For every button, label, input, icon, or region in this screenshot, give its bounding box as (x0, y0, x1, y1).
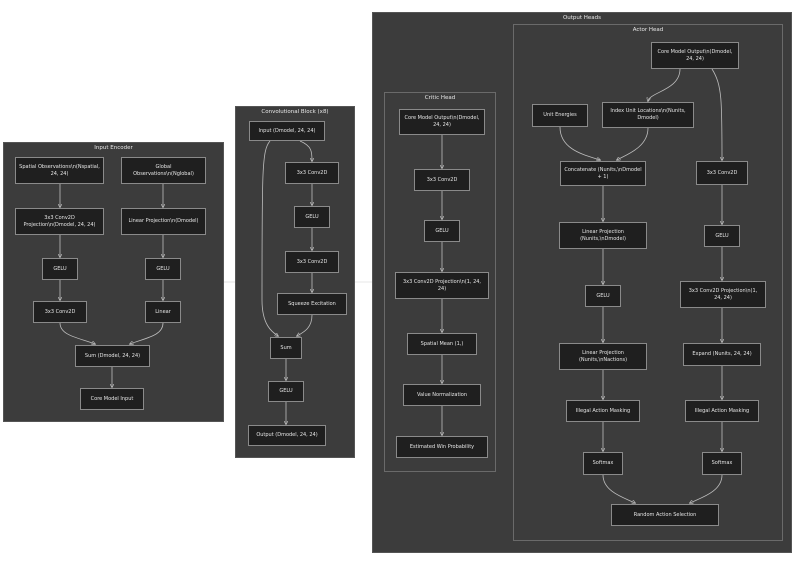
ie-gelu-left-node: GELU (42, 258, 78, 280)
illegal-action-masking-left-node: Illegal Action Masking (566, 400, 640, 422)
value-normalization-node: Value Normalization (403, 384, 481, 406)
actor-conv2d-projection-node: 3x3 Conv2D Projection\n(1, 24, 24) (680, 281, 766, 308)
cb-conv1-node: 3x3 Conv2D (285, 162, 339, 184)
cb-conv2-node: 3x3 Conv2D (285, 251, 339, 273)
cb-input-node: Input (Dmodel, 24, 24) (249, 121, 325, 141)
input-encoder-panel: Input Encoder (3, 142, 224, 422)
index-unit-locations-node: Index Unit Locations\n(Nunits, Dmodel) (602, 102, 694, 128)
input-encoder-title: Input Encoder (94, 145, 133, 151)
ie-sum-node: Sum (Dmodel, 24, 24) (75, 345, 150, 367)
actor-linear-projection-2-node: Linear Projection (Nunits,\nNactions) (559, 343, 647, 370)
softmax-left-node: Softmax (583, 452, 623, 475)
squeeze-excitation-node: Squeeze Excitation (277, 293, 347, 315)
random-action-selection-node: Random Action Selection (611, 504, 719, 526)
linear-projection-node: Linear Projection\n(Dmodel) (121, 208, 206, 235)
spatial-mean-node: Spatial Mean (1,) (407, 333, 477, 355)
conv-block-title: Convolutional Block (x8) (261, 109, 329, 115)
critic-core-output-node: Core Model Output\n(Dmodel, 24, 24) (399, 109, 485, 135)
illegal-action-masking-right-node: Illegal Action Masking (685, 400, 759, 422)
ie-gelu-right-node: GELU (145, 258, 181, 280)
cb-output-node: Output (Dmodel, 24, 24) (248, 425, 326, 446)
critic-head-title: Critic Head (424, 95, 456, 101)
actor-gelu-left-node: GELU (585, 285, 621, 307)
concatenate-node: Concatenate (Nunits,\nDmodel + 1) (560, 161, 646, 186)
core-model-input-node: Core Model Input (80, 388, 144, 410)
conv-block-panel: Convolutional Block (x8) (235, 106, 355, 458)
critic-head-panel: Critic Head (384, 92, 496, 472)
actor-conv2d-node: 3x3 Conv2D (696, 161, 748, 185)
ie-conv2d-node: 3x3 Conv2D (33, 301, 87, 323)
critic-conv2d-projection-node: 3x3 Conv2D Projection\n(1, 24, 24) (395, 272, 489, 299)
cb-gelu1-node: GELU (294, 206, 330, 228)
global-observations-node: Global Observations\n(Nglobal) (121, 157, 206, 184)
estimated-win-probability-node: Estimated Win Probability (396, 436, 488, 458)
actor-core-output-node: Core Model Output\n(Dmodel, 24, 24) (651, 42, 739, 69)
ie-linear-node: Linear (145, 301, 181, 323)
critic-conv2d-node: 3x3 Conv2D (414, 169, 470, 191)
spatial-observations-node: Spatial Observations\n(Nspatial, 24, 24) (15, 157, 104, 184)
unit-energies-node: Unit Energies (532, 104, 588, 127)
cb-sum-node: Sum (270, 337, 302, 359)
actor-linear-projection-1-node: Linear Projection (Nunits,\nDmodel) (559, 222, 647, 249)
conv2d-projection-node: 3x3 Conv2D Projection\n(Dmodel, 24, 24) (15, 208, 104, 235)
actor-head-title: Actor Head (632, 27, 664, 33)
softmax-right-node: Softmax (702, 452, 742, 475)
actor-gelu-right-node: GELU (704, 225, 740, 247)
actor-head-panel: Actor Head (513, 24, 783, 541)
critic-gelu-node: GELU (424, 220, 460, 242)
output-heads-title: Output Heads (562, 15, 602, 21)
expand-node: Expand (Nunits, 24, 24) (683, 343, 761, 366)
cb-gelu2-node: GELU (268, 381, 304, 402)
